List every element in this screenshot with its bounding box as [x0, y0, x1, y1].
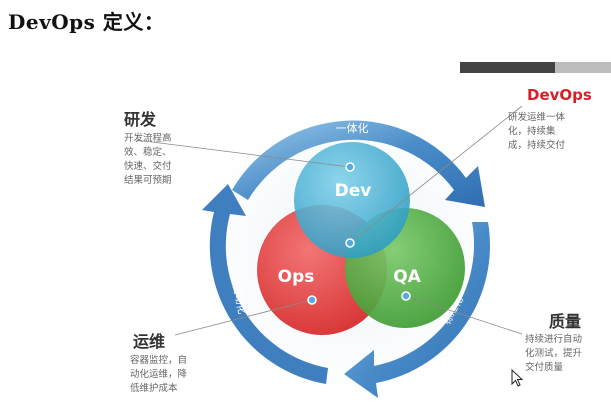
dev-desc-line: 开发流程高 — [124, 133, 172, 144]
dot-ops — [307, 295, 317, 305]
dev-desc-line: 结果可预期 — [124, 175, 172, 186]
dev-desc-line: 快速、交付 — [124, 161, 172, 172]
ring-segment-right — [344, 222, 490, 398]
ops-label: Ops — [278, 267, 315, 287]
devops-desc-line: 成，持续交付 — [508, 140, 566, 151]
ops-desc-line: 低维护成本 — [130, 383, 178, 394]
devops-desc-line: 研发运维一体 — [508, 112, 566, 123]
ring-segment-top — [232, 120, 485, 207]
qa-section-desc: 持续进行自动 化测试，提升 交付质量 — [525, 333, 582, 375]
dev-label: Dev — [335, 181, 372, 201]
page-title: DevOps 定义： — [8, 10, 165, 34]
connector-dev — [135, 139, 351, 168]
devops-section-title: DevOps — [527, 86, 592, 104]
connector-ops — [174, 299, 313, 336]
qa-label: QA — [393, 267, 421, 287]
dot-qa — [401, 291, 411, 301]
qa-desc-line: 化测试，提升 — [525, 348, 583, 359]
connector-lines — [135, 105, 523, 336]
cycle-top-label: 一体化 — [336, 121, 369, 135]
devops-desc-line: 化，持续集 — [508, 126, 556, 137]
header-bar-dark — [460, 62, 555, 73]
qa-section-title: 质量 — [549, 312, 582, 331]
qa-desc-line: 持续进行自动 — [525, 334, 583, 345]
header-bar-light — [555, 62, 611, 73]
devops-section-desc: 研发运维一体 化，持续集 成，持续交付 — [508, 111, 565, 153]
ops-section-desc: 容器监控，自 动化运维，降 低维护成本 — [130, 354, 187, 396]
ops-section-title: 运维 — [133, 332, 166, 351]
dev-section-desc: 开发流程高 效、稳定、 快速、交付 结果可预期 — [124, 132, 172, 188]
ring-segment-left — [202, 184, 328, 384]
qa-desc-line: 交付质量 — [525, 362, 564, 373]
ops-desc-line: 动化运维，降 — [130, 369, 188, 380]
dev-section-title: 研发 — [124, 110, 157, 129]
mouse-cursor-icon — [511, 368, 524, 387]
cycle-ring — [202, 120, 490, 398]
dev-desc-line: 效、稳定、 — [124, 147, 172, 158]
ops-desc-line: 容器监控，自 — [130, 355, 188, 366]
dot-dev — [345, 162, 355, 172]
connector-qa — [405, 295, 523, 335]
connector-devops — [349, 105, 523, 244]
dot-devops — [345, 238, 355, 248]
dev-circle — [294, 142, 410, 258]
